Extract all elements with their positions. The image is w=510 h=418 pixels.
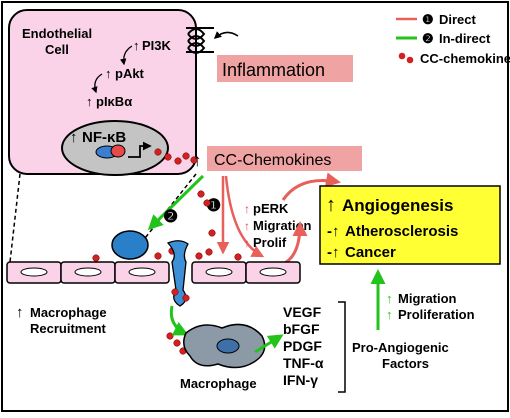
- outcome-box: [319, 185, 501, 265]
- recruitment-line2: Recruitment: [30, 321, 107, 336]
- macrophage-label: Macrophage: [180, 376, 257, 391]
- outcome-title: Angiogenesis: [342, 196, 453, 215]
- pro-angiogenic-line2: Factors: [382, 356, 429, 371]
- factor-bfgf: bFGF: [283, 321, 320, 337]
- endothelial-layer: [6, 261, 301, 284]
- inflammation-box: [217, 55, 353, 82]
- receptor-arrow: [213, 31, 239, 40]
- cc-chemokines-up: ↑: [193, 151, 202, 170]
- legend-chemokine-label: CC-chemokine: [420, 51, 510, 66]
- outcome-cancer: Cancer: [345, 244, 396, 261]
- direct-arrow-curve: [224, 175, 265, 258]
- label-proliferation: Proliferation: [398, 307, 475, 322]
- arrow-to-macrophage: [169, 305, 189, 336]
- cc-chemokines-label: CC-Chemokines: [214, 152, 331, 169]
- receptor-icon: [186, 27, 214, 54]
- inflammation-label: Inflammation: [222, 60, 325, 80]
- chemokine-dots-below: [166, 288, 190, 355]
- outcome-atherosclerosis: Atherosclerosis: [345, 223, 458, 240]
- arrow-to-factors: [254, 334, 284, 354]
- zoom-line-left: [9, 173, 21, 263]
- cancer-prefix: -↑: [327, 244, 340, 261]
- indirect-arrow: [147, 174, 205, 231]
- factors-bracket: [338, 301, 346, 393]
- factor-ifn: IFN-γ: [283, 372, 318, 388]
- pro-angiogenic-line1: Pro-Angiogenic: [352, 340, 449, 355]
- legend-indirect-label: In-direct: [439, 31, 491, 46]
- migration-up-green: ↑: [386, 291, 393, 306]
- prolif-up: ↑: [244, 236, 250, 250]
- label-migration: Migration: [398, 291, 457, 306]
- factor-tnf: TNF-α: [283, 355, 324, 371]
- pathway-up-1: ↑: [133, 38, 140, 53]
- transcription-arrow: [128, 141, 152, 158]
- effect-perk: pERK: [253, 201, 289, 216]
- marker-indirect: ❷: [163, 207, 178, 226]
- pathway-pakt: pAkt: [115, 66, 145, 81]
- cc-chemokines-box: [207, 146, 362, 171]
- perk-up: ↑: [244, 202, 250, 216]
- pathway-up-3: ↑: [86, 94, 93, 109]
- pathway-pi3k: PI3K: [142, 38, 172, 53]
- nfkb-up: ↑: [70, 129, 78, 146]
- monocyte: [111, 230, 149, 260]
- cell-title-line1: Endothelial: [22, 26, 92, 41]
- migration-up: ↑: [244, 219, 250, 233]
- effect-prolif: Prolif: [253, 235, 287, 250]
- nfkb-subunit-red: [110, 144, 126, 158]
- legend-direct-num: ❶: [422, 12, 434, 27]
- pathway-arrow-2: [91, 73, 103, 94]
- cell-title-line2: Cell: [45, 42, 69, 57]
- proliferation-up-green: ↑: [386, 307, 393, 322]
- legend-chemokine-dot-2: [406, 56, 414, 64]
- pathway-pikba: pIκBα: [96, 94, 132, 109]
- nfkb-label: NF-κB: [82, 129, 126, 146]
- angiogenesis-up: ↑: [326, 194, 336, 216]
- marker-direct: ❶: [206, 196, 221, 215]
- chemokine-dots-cell: [154, 148, 198, 165]
- arrow-to-angiogenesis-1: [281, 172, 341, 201]
- pathway-arrow-1: [119, 45, 133, 66]
- atherosclerosis-prefix: -↑: [327, 223, 340, 240]
- legend-indirect-num: ❷: [422, 31, 434, 46]
- factor-pdgf: PDGF: [283, 338, 322, 354]
- legend-chemokine-dot-1: [398, 52, 406, 60]
- recruitment-line1: Macrophage: [30, 305, 107, 320]
- pathway-up-2: ↑: [105, 66, 112, 81]
- recruitment-up: ↑: [16, 304, 24, 321]
- effect-migration: Migration: [253, 218, 312, 233]
- legend-direct-label: Direct: [439, 12, 477, 27]
- macrophage-nucleus: [216, 338, 240, 354]
- factor-vegf: VEGF: [283, 304, 322, 320]
